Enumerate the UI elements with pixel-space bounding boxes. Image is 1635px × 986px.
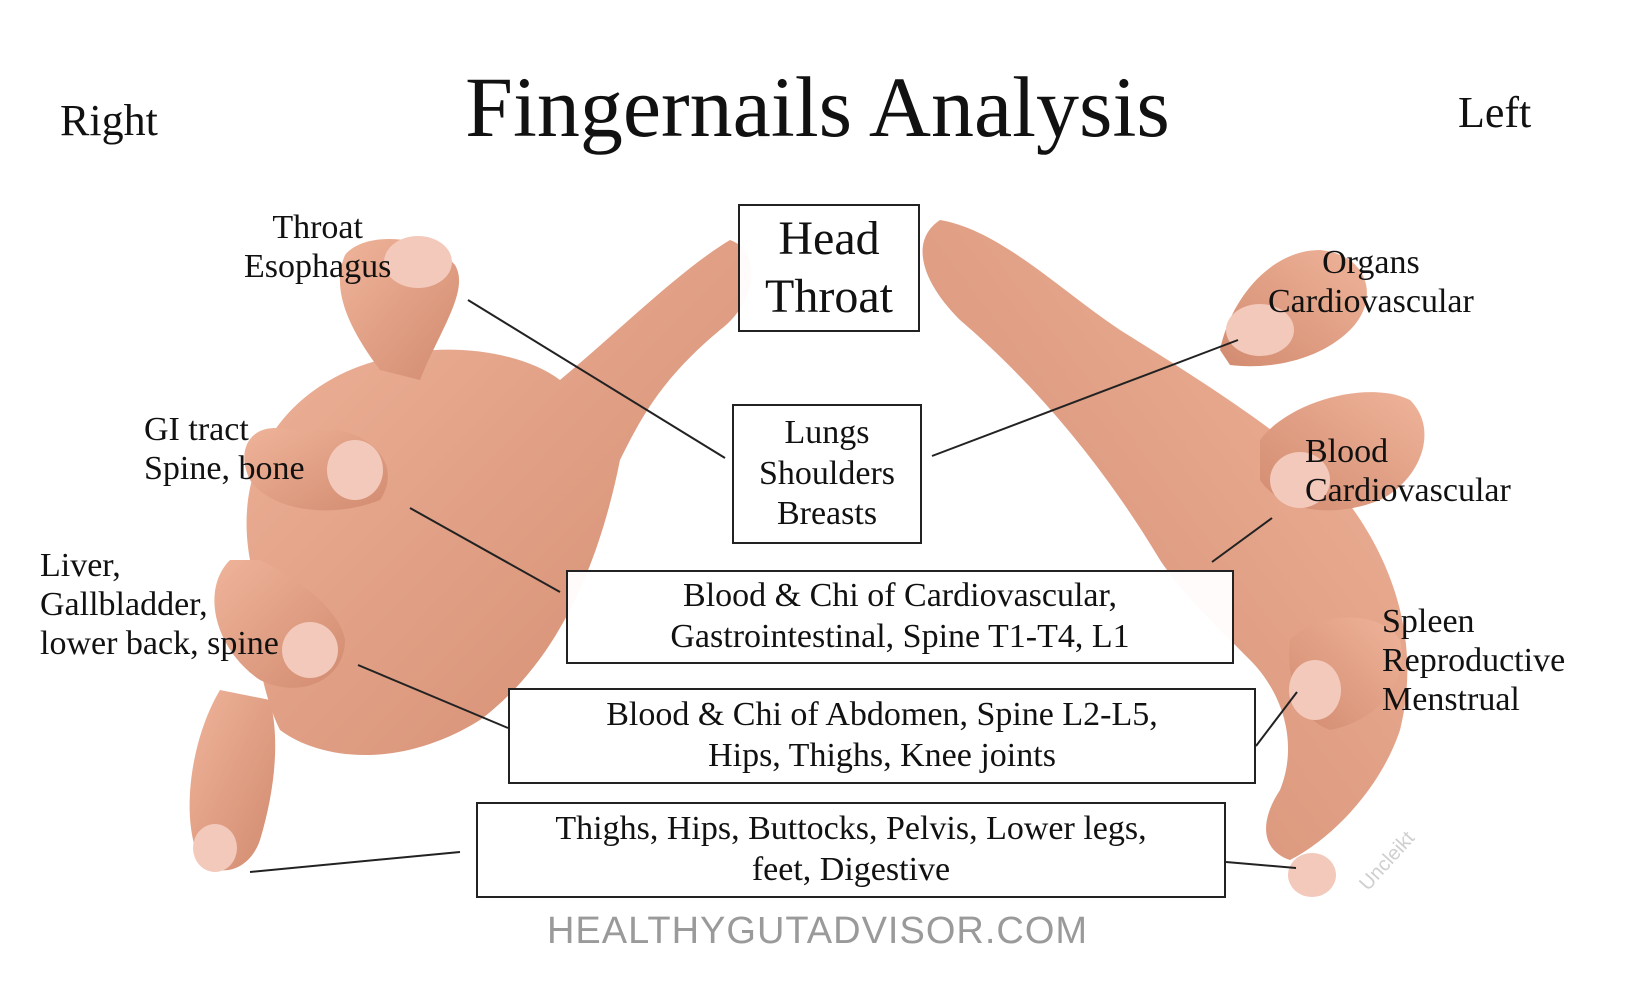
left-palm	[922, 220, 1408, 860]
label-line: Esophagus	[244, 248, 392, 286]
right-middle-nail	[282, 622, 338, 678]
left-thumb-nail	[1226, 304, 1294, 356]
box-line: Thighs, Hips, Buttocks, Pelvis, Lower le…	[555, 810, 1147, 848]
box-line: Throat	[765, 270, 893, 323]
box-line: Breasts	[776, 495, 878, 533]
label-line: GI tract	[144, 411, 249, 448]
label-line: Spine, bone	[144, 450, 305, 488]
leader-organs	[931, 339, 1239, 457]
label-liver: Liver, Gallbladder, lower back, spine	[40, 546, 279, 663]
right-side-label: Right	[60, 96, 158, 145]
leader-spleen	[1255, 691, 1298, 747]
box-line: Shoulders	[759, 454, 895, 492]
label-line: Menstrual	[1382, 681, 1520, 719]
box-line: Gastrointestinal, Spine T1-T4, L1	[670, 618, 1130, 655]
box-line: feet, Digestive	[751, 851, 951, 888]
right-palm	[246, 240, 752, 755]
left-side-label: Left	[1458, 88, 1532, 137]
label-line: Reproductive	[1382, 642, 1566, 680]
leader-lines	[249, 299, 1298, 873]
box-line: Hips, Thighs, Knee joints	[708, 737, 1056, 774]
left-ring-nail	[1289, 660, 1341, 720]
label-gi-tract: GI tract Spine, bone	[144, 410, 305, 488]
label-line: Liver,	[40, 547, 121, 584]
right-hand	[189, 236, 752, 872]
right-index-nail	[327, 440, 383, 500]
label-line: Throat	[272, 209, 363, 246]
site-footer: HEALTHYGUTADVISOR.COM	[546, 910, 1089, 952]
leader-right-little	[249, 851, 461, 873]
leader-left-little	[1225, 861, 1297, 869]
leader-throat	[467, 299, 726, 459]
box-head-throat: Head Throat	[738, 204, 920, 332]
box-abdomen: Blood & Chi of Abdomen, Spine L2-L5, Hip…	[508, 688, 1256, 784]
label-blood: Blood Cardiovascular	[1305, 432, 1511, 510]
label-line: lower back, spine	[40, 625, 279, 663]
box-legs: Thighs, Hips, Buttocks, Pelvis, Lower le…	[476, 802, 1226, 898]
box-line: Lungs	[784, 413, 870, 451]
leader-blood	[1211, 517, 1273, 563]
left-index-nail	[1270, 452, 1330, 508]
label-line: Spleen	[1382, 603, 1475, 640]
label-line: Cardiovascular	[1268, 283, 1474, 321]
box-line: Blood & Chi of Abdomen, Spine L2-L5,	[606, 696, 1158, 734]
box-cardiovascular: Blood & Chi of Cardiovascular, Gastroint…	[566, 570, 1234, 664]
label-line: Cardiovascular	[1305, 472, 1511, 510]
label-spleen: Spleen Reproductive Menstrual	[1382, 602, 1565, 719]
page-title: Fingernails Analysis	[465, 59, 1170, 155]
box-line: Head	[778, 212, 880, 266]
box-line: Blood & Chi of Cardiovascular,	[683, 577, 1117, 615]
right-thumb-nail	[384, 236, 452, 288]
label-line: Gallbladder,	[40, 586, 208, 624]
label-organs: Organs Cardiovascular	[1268, 243, 1474, 321]
leader-gi-tract	[409, 507, 561, 593]
left-little-nail	[1288, 853, 1336, 897]
leader-liver	[357, 664, 509, 729]
label-line: Blood	[1305, 433, 1389, 470]
label-line: Organs	[1322, 244, 1420, 281]
label-throat-esophagus: Throat Esophagus	[244, 208, 391, 286]
right-little-nail	[193, 824, 237, 872]
left-hand	[922, 220, 1425, 897]
box-lungs: Lungs Shoulders Breasts	[732, 404, 922, 544]
